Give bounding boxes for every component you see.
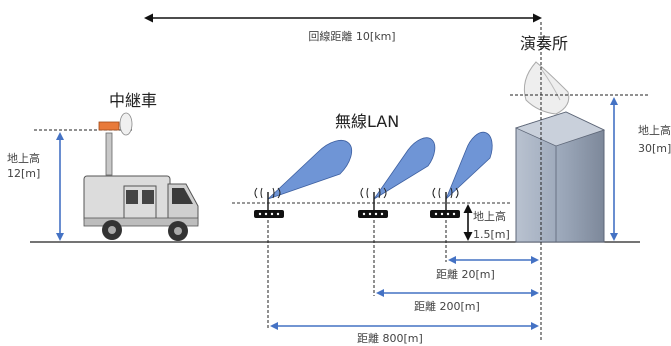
ap-height-title: 地上高 xyxy=(473,210,506,223)
wireless-ap-20m xyxy=(430,131,493,218)
dist-20-label: 距離 20[m] xyxy=(436,268,495,281)
diagram-svg xyxy=(30,13,648,342)
venue-building xyxy=(514,61,606,243)
wireless-ap-800m xyxy=(254,139,353,218)
dist-200-label: 距離 200[m] xyxy=(414,300,480,313)
wireless-ap-200m xyxy=(358,137,436,218)
venue-height-value: 30[m] xyxy=(638,142,671,155)
wireless-lan-label: 無線LAN xyxy=(335,112,400,131)
venue-height-title: 地上高 xyxy=(638,124,671,137)
venue-label: 演奏所 xyxy=(520,34,569,53)
ap-height-value: 1.5[m] xyxy=(473,228,510,241)
relay-car-label: 中継車 xyxy=(109,91,158,110)
car-height-value: 12[m] xyxy=(7,167,41,180)
line-distance-label: 回線距離 10[km] xyxy=(308,30,396,43)
dist-800-label: 距離 800[m] xyxy=(357,332,423,345)
diagram-canvas: 回線距離 10[km] 演奏所 中継車 無線LAN 地上高 12[m] 地上高 … xyxy=(7,13,671,345)
relay-car xyxy=(34,112,199,241)
car-height-title: 地上高 xyxy=(7,152,40,165)
